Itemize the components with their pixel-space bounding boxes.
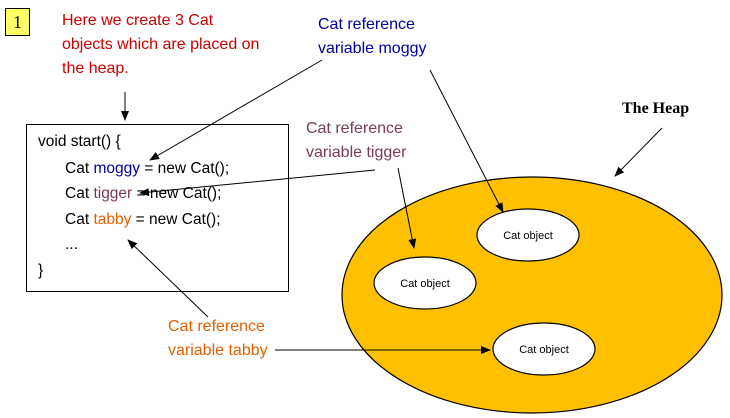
tabby-variable: tabby xyxy=(93,211,132,228)
tigger-note-line2: variable tigger xyxy=(306,144,407,161)
code-line-start: void start() { xyxy=(38,133,121,150)
moggy-note-to-object-arrow xyxy=(429,69,504,213)
intro-note: Here we create 3 Cat objects which are p… xyxy=(62,12,260,77)
heap-title-arrow xyxy=(614,127,663,177)
heap-ellipse xyxy=(341,176,723,414)
step-number-badge: 1 xyxy=(5,8,30,36)
cat-object-1: Cat object xyxy=(476,208,580,262)
tigger-variable: tigger xyxy=(93,185,133,202)
cat-type-keyword: Cat xyxy=(65,185,90,202)
new-cat-expression: = new Cat(); xyxy=(131,211,221,228)
code-line-tabby: Cat tabby = new Cat(); xyxy=(65,211,221,229)
moggy-note-line1: Cat reference xyxy=(318,16,415,33)
code-line-tigger: Cat tigger = new Cat(); xyxy=(65,185,221,203)
moggy-reference-note: Cat reference variable moggy xyxy=(318,13,478,61)
code-line-ellipsis: ... xyxy=(65,236,78,253)
moggy-note-line2: variable moggy xyxy=(318,40,427,57)
tabby-note-line1: Cat reference xyxy=(168,318,265,335)
cat-object-3-label: Cat object xyxy=(519,344,569,356)
cat-object-2: Cat object xyxy=(373,256,477,310)
new-cat-expression: = new Cat(); xyxy=(139,160,230,177)
cat-object-3: Cat object xyxy=(492,322,596,376)
tabby-reference-note: Cat reference variable tabby xyxy=(168,315,318,363)
tabby-note-line2: variable tabby xyxy=(168,342,268,359)
code-line-moggy: Cat moggy = new Cat(); xyxy=(65,160,229,178)
tabby-note-to-variable-arrow xyxy=(127,239,209,318)
cat-object-1-label: Cat object xyxy=(503,230,553,242)
cat-type-keyword: Cat xyxy=(65,211,90,228)
heap-title: The Heap xyxy=(622,100,690,117)
moggy-note-to-variable-arrow xyxy=(149,59,323,161)
moggy-variable: moggy xyxy=(93,160,140,177)
code-line-close: } xyxy=(38,262,44,279)
tigger-note-line1: Cat reference xyxy=(306,120,403,137)
tigger-note-to-variable-arrow xyxy=(139,169,376,197)
tigger-note-to-object-arrow xyxy=(397,167,417,249)
code-box: void start() { Cat moggy = new Cat(); Ca… xyxy=(26,124,289,292)
cat-object-2-label: Cat object xyxy=(400,278,450,290)
cat-type-keyword: Cat xyxy=(65,160,90,177)
tigger-reference-note: Cat reference variable tigger xyxy=(306,117,466,165)
